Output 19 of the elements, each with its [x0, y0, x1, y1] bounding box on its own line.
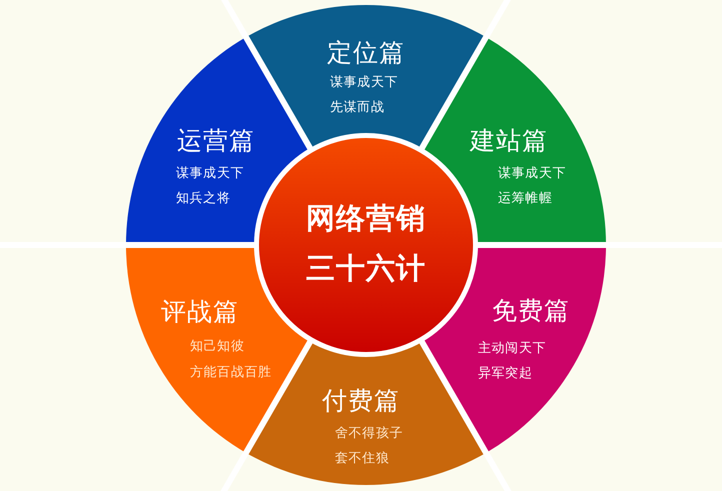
segment-text: 谋事成天下: [176, 167, 244, 180]
segment-text: 谋事成天下: [330, 76, 398, 89]
segment-text: 知己知彼: [190, 340, 244, 353]
segment-title: 免费篇: [492, 298, 570, 323]
segment-title: 建站篇: [470, 128, 548, 153]
segment-title: 运营篇: [177, 128, 255, 153]
segment-text: 运筹帷幄: [498, 192, 552, 205]
segment-text: 谋事成天下: [498, 167, 566, 180]
segment-text: 舍不得孩子: [335, 427, 403, 440]
segment-text: 先谋而战: [330, 101, 384, 114]
center-title: 网络营销三十六计: [305, 200, 427, 287]
segment-text: 异军突起: [478, 367, 532, 380]
segment-title: 评战篇: [161, 299, 239, 324]
segment-title: 付费篇: [322, 388, 400, 413]
segment-text: 套不住狼: [335, 452, 390, 465]
segment-text: 方能百战百胜: [190, 366, 272, 379]
segment-title: 定位篇: [327, 40, 405, 65]
segment-text: 知兵之将: [176, 192, 230, 205]
segment-text: 主动闯天下: [478, 342, 546, 355]
